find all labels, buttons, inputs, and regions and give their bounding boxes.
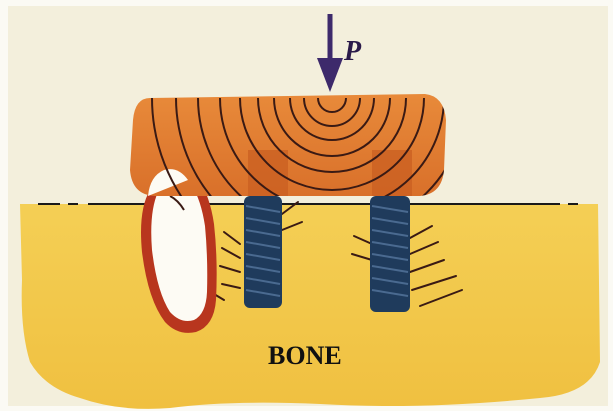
implant-right (370, 196, 410, 312)
bone-region (20, 204, 600, 409)
load-label: P (343, 36, 362, 67)
implant-left (244, 196, 282, 308)
bone-label: BONE (268, 341, 342, 370)
